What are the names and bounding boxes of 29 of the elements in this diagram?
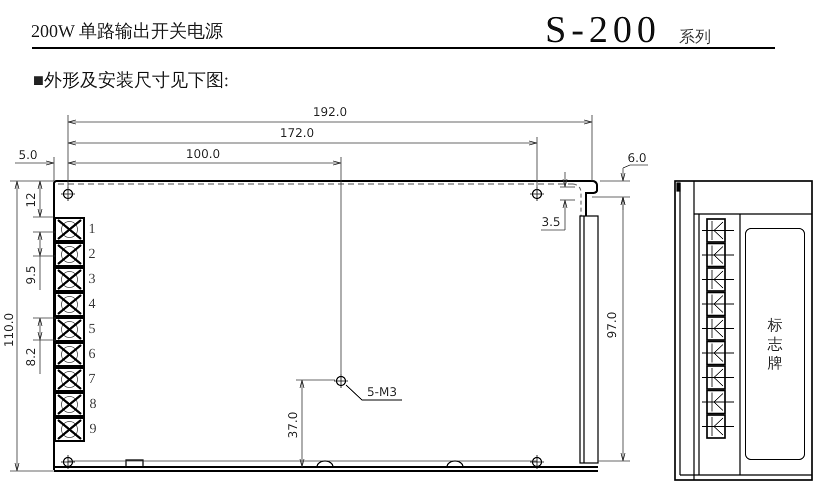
terminal-number: 7: [88, 373, 96, 387]
terminal-number: 8: [90, 398, 96, 412]
dimension-label: 8.2: [25, 347, 37, 367]
dimension-label: 37.0: [287, 412, 299, 438]
mounting-hole: [334, 373, 348, 387]
terminal-number: 2: [88, 248, 96, 262]
terminal-number: 6: [88, 348, 96, 362]
leader-line: [346, 384, 402, 400]
dimension-label: 192.0: [312, 106, 348, 118]
terminal-number: 1: [88, 223, 96, 237]
dimension-label: 110.0: [3, 312, 15, 348]
callout-label: 5-M3: [362, 384, 402, 400]
title: 200W 单路输出开关电源: [31, 22, 224, 40]
series-name: S-200: [545, 11, 661, 49]
dimension-label: 3.5: [541, 216, 561, 228]
dimension-label: 100.0: [186, 148, 220, 160]
label-plate: 标志牌: [745, 228, 805, 460]
dimension-label: 9.5: [25, 265, 37, 285]
dimension-label: 5.0: [18, 149, 38, 161]
section-heading: ■外形及安装尺寸见下图:: [33, 71, 229, 89]
terminal-number: 4: [88, 298, 96, 312]
series-label: 系列: [679, 30, 711, 46]
terminal-number: 9: [90, 423, 96, 437]
dimension-label: 172.0: [280, 127, 314, 139]
dimension-label: 6.0: [627, 152, 647, 164]
terminal-number: 5: [88, 323, 96, 337]
terminal-number: 3: [88, 273, 96, 287]
dimension-label: 12: [25, 192, 37, 208]
dimension-label: 97.0: [606, 312, 618, 338]
